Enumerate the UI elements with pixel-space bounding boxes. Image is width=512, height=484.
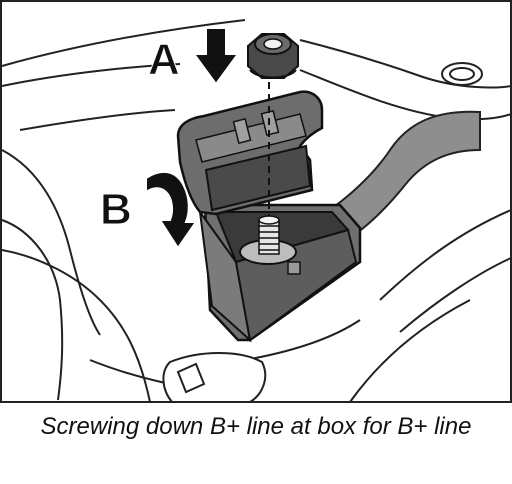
callout-b: B bbox=[100, 185, 132, 234]
callout-a: A bbox=[148, 35, 180, 84]
background-contours bbox=[1, 19, 512, 403]
b-plus-box-cover bbox=[176, 90, 324, 216]
threaded-stud bbox=[258, 215, 280, 255]
oval-mount-hole bbox=[441, 62, 483, 86]
arrow-a-icon bbox=[192, 27, 240, 86]
b-plus-terminal-box bbox=[199, 203, 362, 343]
figure-caption: Screwing down B+ line at box for B+ line bbox=[40, 413, 472, 440]
illustration-svg: A B bbox=[0, 0, 512, 403]
nut bbox=[247, 33, 299, 79]
technical-illustration: A B bbox=[0, 0, 512, 403]
arrow-b-icon bbox=[145, 170, 198, 250]
round-housing bbox=[1, 249, 267, 403]
